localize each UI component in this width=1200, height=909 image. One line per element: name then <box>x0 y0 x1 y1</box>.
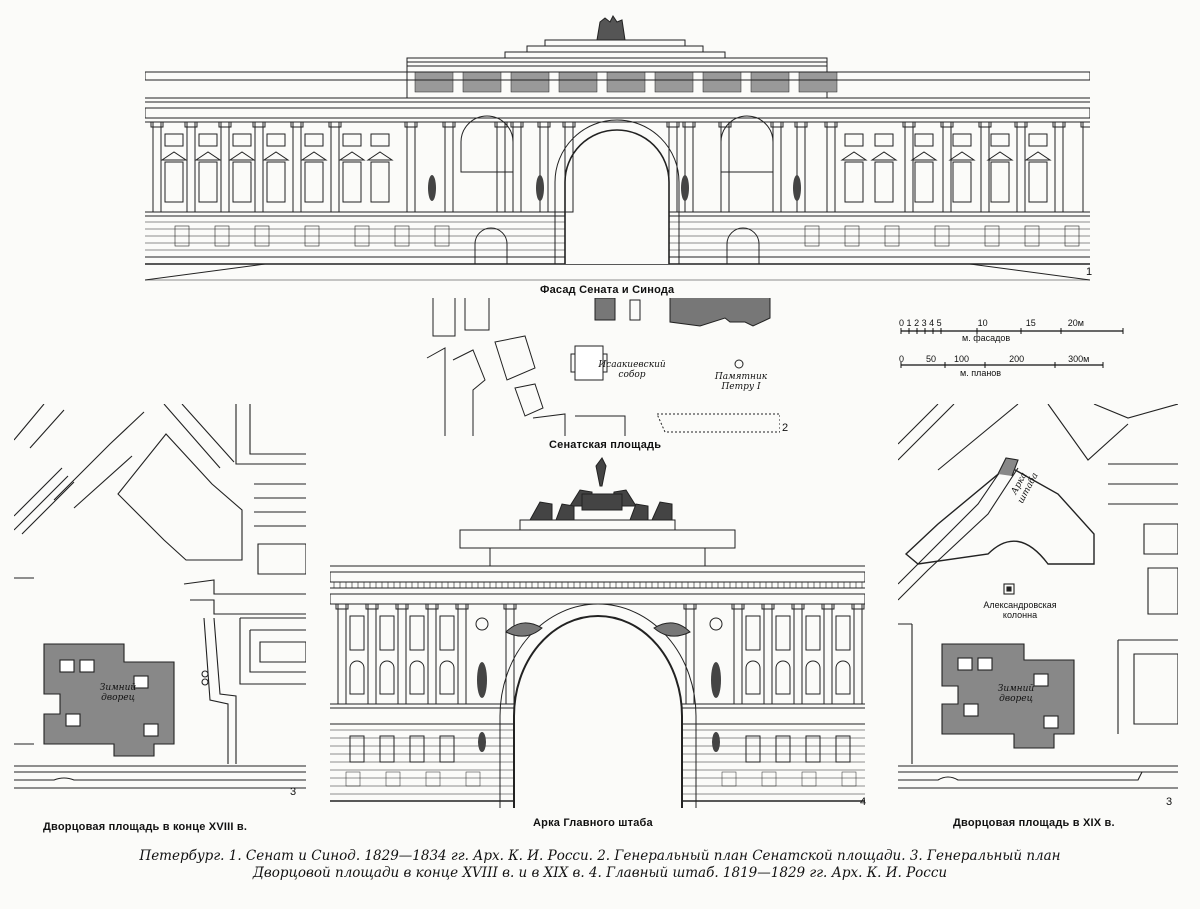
arch-caption: Арка Главного штаба <box>533 817 653 829</box>
monument-label: Памятник Петру I <box>714 372 768 392</box>
senate-square-caption: Сенатская площадь <box>549 439 662 451</box>
page-caption-line-2: Дворцовой площади в конце XVIII в. и в X… <box>252 865 948 881</box>
scale-plans-unit: м. планов <box>960 368 1002 378</box>
palace-square-18-figure-number: 3 <box>290 786 297 798</box>
winter-palace-19-label: Зимний дворец <box>997 684 1035 704</box>
palace-square-18-caption: Дворцовая площадь в конце XVIII в. <box>43 821 248 833</box>
winter-palace-18 <box>43 643 175 757</box>
senate-square-svg <box>426 298 780 436</box>
alexander-column-plan <box>1003 583 1015 595</box>
scale-bars <box>895 318 1135 380</box>
page-caption-line-1: Петербург. 1. Сенат и Синод. 1829—1834 г… <box>139 848 1061 864</box>
cathedral-label: Исаакиевский собор <box>598 360 666 380</box>
senate-facade-caption: Фасад Сената и Синода <box>540 284 675 296</box>
palace-square-19-caption: Дворцовая площадь в XIX в. <box>953 817 1115 829</box>
scale-facades-unit: м. фасадов <box>962 333 1011 343</box>
senate-square-plan <box>425 298 780 436</box>
senate-facade-drawing <box>145 12 1090 284</box>
page-caption: Петербург. 1. Сенат и Синод. 1829—1834 г… <box>60 848 1140 882</box>
palace-square-19-figure-number: 3 <box>1166 796 1173 808</box>
palace-square-18-svg <box>14 404 306 789</box>
senate-figure-number: 1 <box>1086 266 1093 278</box>
winter-palace-19 <box>941 643 1075 749</box>
arch-figure-number: 4 <box>860 796 867 808</box>
chariot-of-glory <box>529 457 673 521</box>
senate-square-figure-number: 2 <box>782 422 789 434</box>
monument-plan <box>734 359 744 369</box>
main-arch-opening <box>513 615 683 808</box>
cathedral-plan <box>574 345 604 381</box>
senate-facade-svg <box>145 15 1090 281</box>
general-staff-arch-svg <box>330 457 865 808</box>
alexander-column-label: Александровская колонна <box>983 600 1057 620</box>
senate-sculpture-group <box>596 15 626 41</box>
palace-square-19-svg <box>898 404 1178 789</box>
general-staff-arch-drawing <box>330 446 865 808</box>
scale-bars-svg <box>900 328 1124 368</box>
palace-square-19-plan <box>898 404 1178 802</box>
winter-palace-18-label: Зимний дворец <box>99 683 137 703</box>
palace-square-18-plan <box>14 404 306 802</box>
general-staff-arc-block <box>904 465 1095 565</box>
senate-central-arch <box>564 129 670 264</box>
